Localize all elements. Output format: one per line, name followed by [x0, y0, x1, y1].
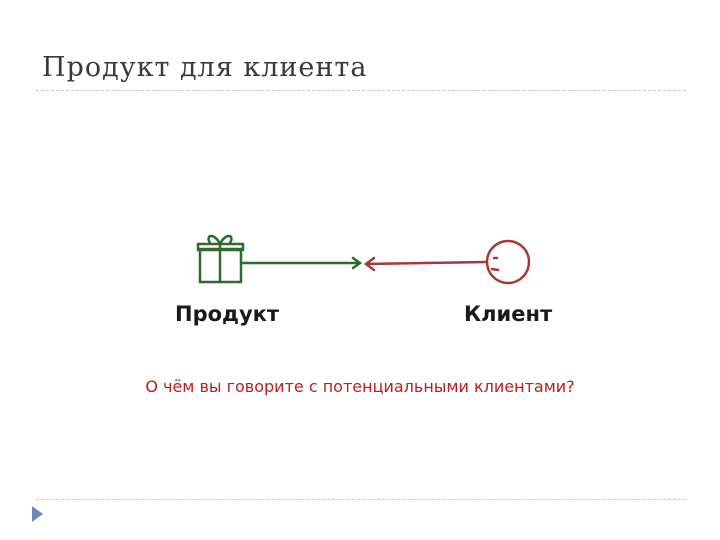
product-line	[239, 256, 363, 270]
client-face-icon	[485, 239, 531, 285]
client-arrow	[363, 256, 488, 272]
product-label: Продукт	[175, 302, 280, 326]
next-slide-icon[interactable]	[32, 506, 43, 522]
title-divider	[36, 90, 686, 91]
slide-title: Продукт для клиента	[42, 52, 368, 83]
question-text: О чём вы говорите с потенциальными клиен…	[145, 377, 575, 396]
footer-divider	[36, 499, 686, 500]
gift-box-icon	[196, 234, 245, 284]
client-label: Клиент	[464, 302, 553, 326]
